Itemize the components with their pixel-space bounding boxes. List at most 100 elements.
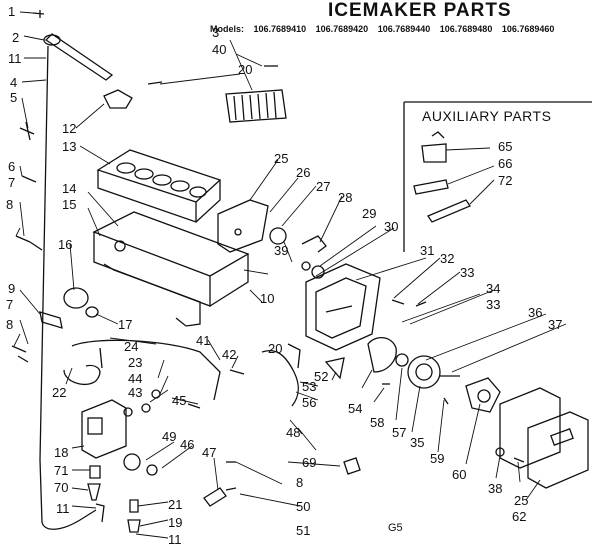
fitting-part <box>413 179 449 195</box>
callout-label: 24 <box>124 339 139 354</box>
mounting-bracket-part <box>39 311 63 329</box>
wire-nut-part <box>343 457 361 475</box>
callout-label: 20 <box>238 62 253 77</box>
callout-label: 54 <box>348 401 363 416</box>
fitting-part <box>127 519 141 533</box>
callout-label: 52 <box>314 369 329 384</box>
callout-label: 36 <box>528 305 543 320</box>
callout-label: 38 <box>488 481 503 496</box>
callout-label: 28 <box>338 190 353 205</box>
callout-label: 32 <box>440 251 455 266</box>
callout-label: 60 <box>452 467 467 482</box>
wiring-harness-part <box>261 349 299 407</box>
callout-label: 16 <box>58 237 73 252</box>
timing-gear-part <box>407 355 441 389</box>
cover-part <box>527 411 589 489</box>
callout-label: 8 <box>6 197 14 212</box>
callout-label: 58 <box>370 415 385 430</box>
screw-part <box>21 175 37 183</box>
callout-label: 8 <box>296 475 304 490</box>
callout-label: 3 <box>212 25 220 40</box>
fitting-part <box>129 499 139 513</box>
model-number: 106.7689440 <box>377 24 431 34</box>
callout-label: 21 <box>168 497 183 512</box>
callout-label: 30 <box>384 219 399 234</box>
callout-label: 66 <box>498 156 513 171</box>
callout-label: 11 <box>8 51 22 66</box>
callout-label: 7 <box>8 175 16 190</box>
water-valve-part <box>81 399 127 459</box>
drive-motor-part <box>85 306 99 318</box>
ejector-arm-part <box>103 89 133 109</box>
nut-part <box>123 453 141 471</box>
screw-part <box>391 299 405 305</box>
washer-part <box>146 464 158 476</box>
callout-label: 2 <box>12 30 20 45</box>
models-label: Models: <box>210 24 245 34</box>
callout-label: 47 <box>202 445 217 460</box>
gear-part <box>269 227 287 245</box>
screw-part <box>147 81 163 85</box>
callout-label: 33 <box>486 297 501 312</box>
model-number: 106.7689420 <box>315 24 369 34</box>
callout-label: 53 <box>302 379 317 394</box>
valve-part <box>421 143 447 163</box>
screw-part <box>513 457 525 463</box>
callout-label: 33 <box>460 265 475 280</box>
callout-label: 46 <box>180 437 195 452</box>
auxiliary-parts-title: AUXILIARY PARTS <box>422 108 552 124</box>
callout-label: 17 <box>118 317 133 332</box>
fitting-part <box>95 503 105 523</box>
fill-tube-part <box>203 487 227 507</box>
callout-label: 37 <box>548 317 563 332</box>
callout-label: 56 <box>302 395 317 410</box>
callout-label: 27 <box>316 179 331 194</box>
mounting-plate-part <box>217 199 269 253</box>
callout-label: 10 <box>260 291 275 306</box>
wire-clip-part <box>324 357 345 380</box>
screw-part <box>19 121 35 141</box>
callout-label: 39 <box>274 243 289 258</box>
ice-mold-part <box>97 170 221 223</box>
screw-part <box>11 345 29 363</box>
models-line: Models: 106.7689410 106.7689420 106.7689… <box>210 24 561 34</box>
screw-part <box>415 301 427 307</box>
feeler-arm-part <box>44 33 114 81</box>
callout-label: 34 <box>486 281 501 296</box>
callout-label: 40 <box>212 42 227 57</box>
callout-label: 22 <box>52 385 67 400</box>
callout-label: 48 <box>286 425 301 440</box>
callout-label: 59 <box>430 451 445 466</box>
heater-wire-part <box>71 339 221 401</box>
diagram-title: ICEMAKER PARTS <box>328 0 512 21</box>
callout-label: 12 <box>62 121 77 136</box>
callout-label: 11 <box>168 532 182 546</box>
callout-label: 65 <box>498 139 513 154</box>
model-number: 106.7689480 <box>439 24 493 34</box>
callout-label: 8 <box>6 317 14 332</box>
callout-label: 7 <box>6 297 14 312</box>
callout-label: 41 <box>196 333 211 348</box>
callout-label: 9 <box>8 281 16 296</box>
fitting-part <box>89 465 101 479</box>
cam-part <box>311 265 325 279</box>
callout-label: 6 <box>8 159 16 174</box>
callout-label: 25 <box>514 493 529 508</box>
vent-grille-part <box>225 89 287 123</box>
housing-tray-part <box>92 211 250 277</box>
auxiliary-box-frame <box>403 101 592 252</box>
callout-label: 29 <box>362 206 377 221</box>
model-number: 106.7689460 <box>501 24 555 34</box>
arm-part <box>301 235 327 253</box>
callout-label: 5 <box>10 90 18 105</box>
callout-label: 51 <box>296 523 311 538</box>
callout-label: 69 <box>302 455 317 470</box>
callout-label: 72 <box>498 173 513 188</box>
callout-label: 4 <box>10 75 18 90</box>
callout-label: 11 <box>56 501 70 516</box>
callout-label: 25 <box>274 151 289 166</box>
tube-part <box>427 199 471 223</box>
callout-label: 49 <box>162 429 177 444</box>
